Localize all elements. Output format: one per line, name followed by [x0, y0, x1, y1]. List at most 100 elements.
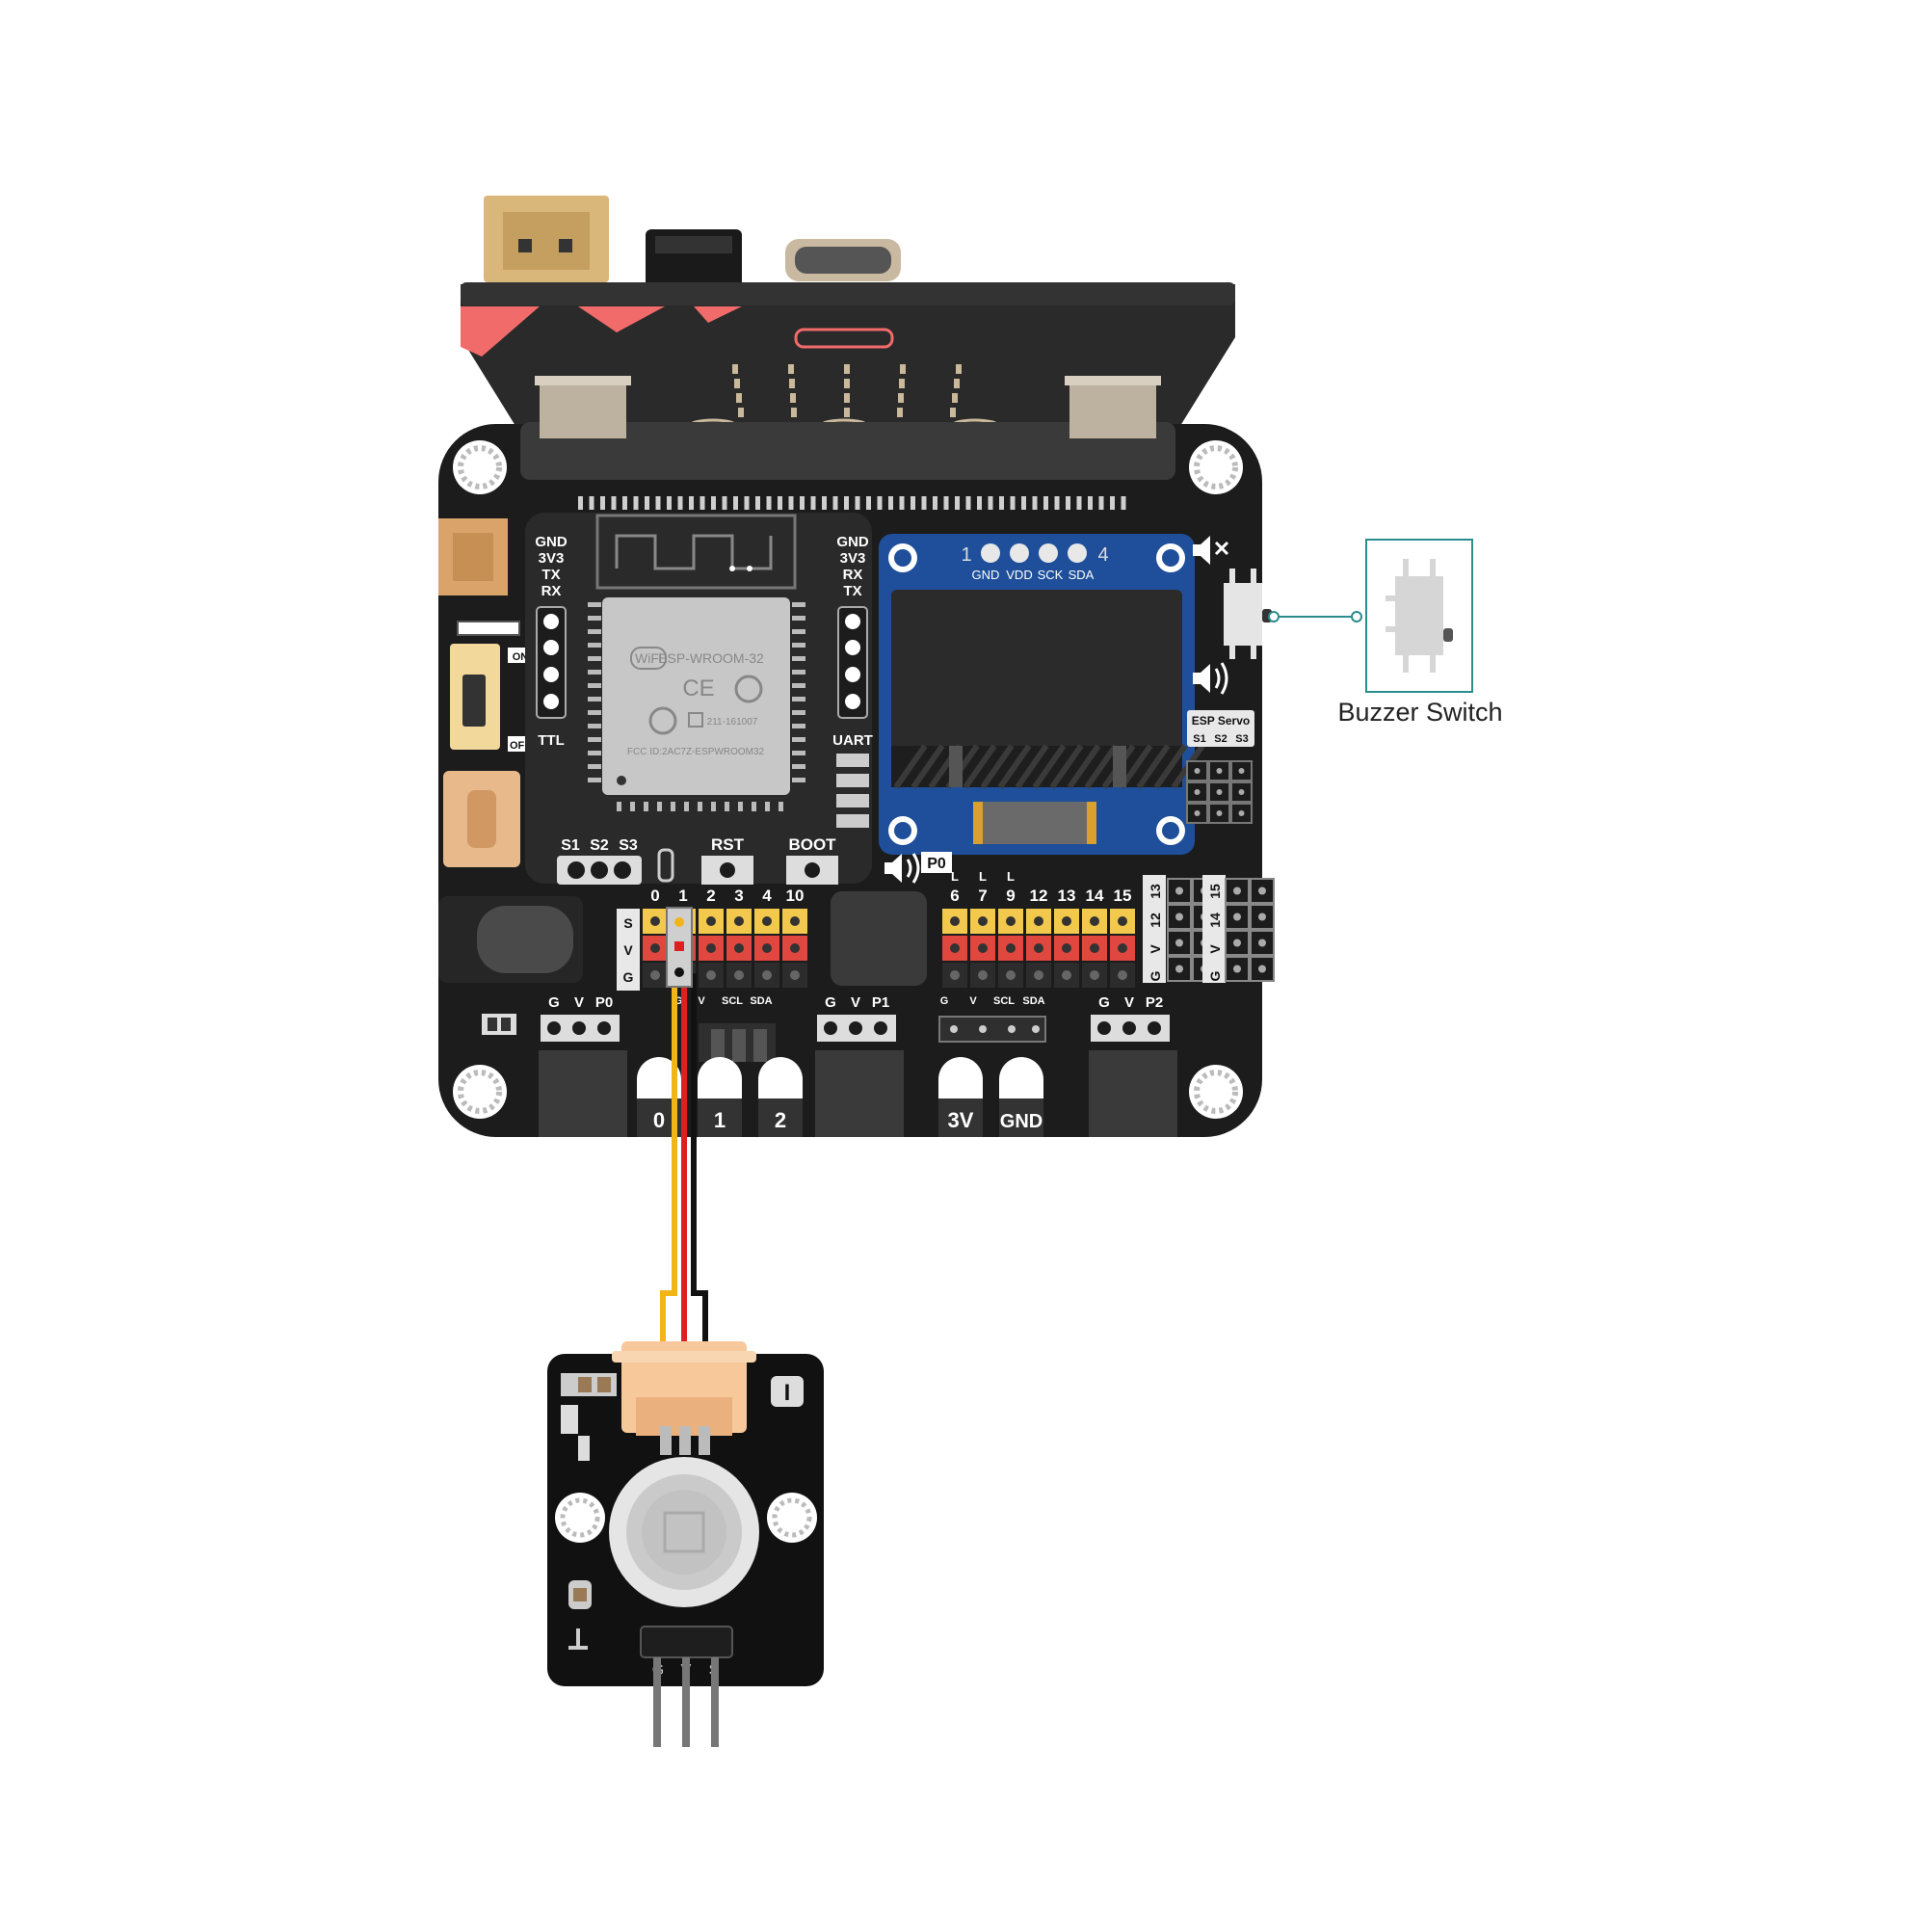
- oled-hatch-line: [1084, 744, 1119, 789]
- side-header-pin: [1225, 956, 1250, 982]
- edge-pin: [766, 496, 772, 510]
- module-pin: [588, 724, 601, 728]
- oled-hatch-line: [893, 744, 928, 789]
- uart-pin-label: TX: [843, 583, 861, 599]
- uart-pin-label: RX: [843, 567, 863, 583]
- rst-label: RST: [711, 835, 745, 854]
- edge-pin: [965, 496, 971, 510]
- row-label: V: [623, 942, 633, 958]
- edge-pad-base: [938, 1098, 983, 1137]
- gvp-label: P2: [1146, 994, 1163, 1011]
- edge-pad-label: 2: [775, 1108, 786, 1132]
- pin-hole: [978, 916, 988, 926]
- speaker-p0: P0: [884, 852, 952, 884]
- servo-label: S2: [590, 837, 609, 854]
- pin-hole: [978, 943, 988, 953]
- sensor-badge: [771, 1376, 804, 1407]
- edge-pin: [1032, 496, 1038, 510]
- ttl-pin-label: TX: [541, 567, 560, 583]
- oled-hatch-line: [963, 744, 997, 789]
- edge-pin: [622, 496, 627, 510]
- gvp-pin: [849, 1021, 862, 1035]
- row-label: G: [623, 969, 634, 985]
- oled-hatch-line: [1067, 744, 1101, 789]
- edge-pin: [1076, 496, 1082, 510]
- row-labels: S V G: [617, 909, 640, 991]
- servo-pin-hole: [1216, 789, 1223, 795]
- wire-ground: [691, 973, 708, 1341]
- pin-hole: [1118, 916, 1127, 926]
- uart-pin-label: 3V3: [840, 550, 866, 567]
- oled-hatch-line: [1153, 744, 1188, 789]
- module-pin: [792, 616, 805, 621]
- uart-label: UART: [832, 732, 873, 749]
- i2c-header-left: G V SCL SDA: [674, 995, 776, 1062]
- pin-hole: [1258, 939, 1266, 947]
- pin-hole: [762, 916, 772, 926]
- pin-hole: [1258, 913, 1266, 921]
- edge-pin: [633, 496, 639, 510]
- header-pin-label: 3: [734, 887, 743, 905]
- i2c-label: SDA: [750, 995, 772, 1007]
- side-header-label-strip: [1202, 875, 1226, 983]
- servo-pin-hole: [1216, 768, 1223, 774]
- edge-pin: [733, 496, 738, 510]
- side-header-label: G: [1148, 970, 1163, 981]
- edge-pin: [855, 496, 860, 510]
- oled-hatch-line: [1032, 744, 1067, 789]
- servo-pin-hole: [1194, 768, 1201, 774]
- header-pin-label: 14: [1086, 887, 1104, 905]
- ttl-header: GND 3V3 TX RX TTL: [535, 534, 568, 749]
- pin-hole: [1006, 970, 1016, 980]
- wire-signal: [660, 949, 677, 1341]
- header-pin-label: 0: [650, 887, 659, 905]
- edge-pin: [689, 496, 694, 510]
- pin-hole: [1175, 939, 1183, 947]
- smd-component: [482, 1014, 516, 1035]
- edge-pad-label: 3V: [948, 1108, 974, 1132]
- pin-hole: [1090, 943, 1099, 953]
- module-pin: [752, 802, 756, 811]
- side-header-label: G: [1207, 970, 1223, 981]
- module-pin: [792, 670, 805, 675]
- boot-label: BOOT: [788, 835, 836, 854]
- edge-pin: [722, 496, 727, 510]
- module-pin: [792, 697, 805, 701]
- side-header-label: 13: [1148, 884, 1163, 899]
- module-pin: [792, 643, 805, 648]
- gvp-pin: [1148, 1021, 1161, 1035]
- pin-hole: [650, 943, 660, 953]
- gvp-label: G: [1098, 994, 1110, 1011]
- module-pin: [588, 683, 601, 688]
- module-pin: [792, 778, 805, 782]
- on-label: ON: [513, 651, 529, 663]
- speaker-icon: [1193, 662, 1228, 695]
- gvp-pin: [1097, 1021, 1111, 1035]
- servo-pin-hole: [1238, 810, 1245, 816]
- edge-pin: [999, 496, 1004, 510]
- header-pin-label: 13: [1058, 887, 1076, 905]
- module-pin: [588, 616, 601, 621]
- sensor-cable: [660, 949, 708, 1341]
- oled-pin-label: VDD: [1006, 568, 1032, 582]
- gvp-pin: [597, 1021, 611, 1035]
- edge-pin: [1043, 496, 1048, 510]
- sensor-badge-label: I: [784, 1380, 791, 1406]
- pin-hole: [1233, 913, 1241, 921]
- gvp-pin: [824, 1021, 837, 1035]
- oled-ribbon: [973, 802, 1096, 844]
- pin-hole: [1233, 965, 1241, 973]
- edge-pin: [988, 496, 993, 510]
- oled-hatch-line: [1015, 744, 1049, 789]
- pin-mark-label: L: [1007, 869, 1015, 884]
- module-pin: [630, 802, 635, 811]
- edge-pin: [711, 496, 716, 510]
- gvp-connector-block: [815, 1050, 904, 1137]
- microbit-accent: [461, 306, 540, 357]
- i2c-header-right: G V SCL SDA: [938, 995, 1046, 1043]
- servo-pin-hole: [1216, 810, 1223, 816]
- servo-pin-hole: [1238, 768, 1245, 774]
- oled-hatch-line: [1049, 744, 1084, 789]
- pin-hole: [790, 916, 800, 926]
